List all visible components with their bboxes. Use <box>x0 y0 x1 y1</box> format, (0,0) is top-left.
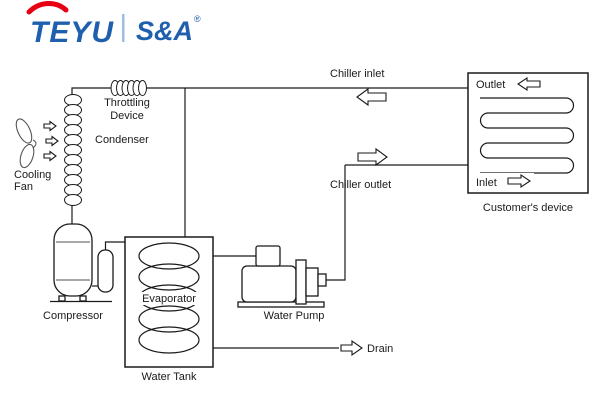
logo-divider <box>122 14 125 42</box>
tank-to-accumulator-pipe <box>104 241 125 250</box>
chiller-inlet-label: Chiller inlet <box>330 68 384 80</box>
throttling-device: Throttling Device <box>104 80 150 122</box>
customers-device-label: Customer's device <box>483 202 573 214</box>
pump-flange <box>295 259 307 305</box>
customers-device: Outlet Inlet Customer's device <box>467 72 589 214</box>
flow-annotations: Chiller inlet Chiller outlet Drain <box>330 68 393 357</box>
airflow-arrow-icon <box>45 135 59 147</box>
device-serpentine-coil <box>479 97 575 174</box>
cooling-fan-label-line2: Fan <box>14 181 33 193</box>
drain-label: Drain <box>367 343 393 355</box>
drain-arrow-icon <box>340 339 363 357</box>
device-outlet-arrow-icon <box>517 76 541 92</box>
evaporator-label: Evaporator <box>142 293 196 305</box>
flow-right-arrow-icon <box>357 147 388 167</box>
logo-teyu-text: TEYU <box>30 16 114 49</box>
logo-swoosh-icon <box>26 1 69 15</box>
compressor-foot <box>58 295 66 302</box>
device-inlet-label: Inlet <box>476 177 497 189</box>
cooling-fan-label-line1: Cooling <box>14 169 51 181</box>
accumulator-body <box>97 249 114 293</box>
device-outlet-label: Outlet <box>476 79 505 91</box>
flow-left-arrow-icon <box>356 87 387 107</box>
pump-head <box>305 267 319 297</box>
condenser: Condenser <box>64 94 149 206</box>
throttling-device-label-line2: Device <box>110 110 144 122</box>
device-inlet-arrow-icon <box>507 173 531 189</box>
fan-blade-icon <box>19 143 35 169</box>
brand-logo: TEYU S&A ® <box>26 1 201 49</box>
compressor-body <box>53 223 93 297</box>
pump-outlet-nozzle <box>317 273 327 287</box>
compressor: Compressor <box>43 223 114 322</box>
water-tank: Evaporator Water Tank <box>124 236 214 383</box>
compressor-seams <box>56 241 90 281</box>
water-pump-label: Water Pump <box>264 310 325 322</box>
pump-base <box>237 301 325 308</box>
device-inlet-backing <box>472 173 534 189</box>
airflow-arrow-icon <box>43 120 57 132</box>
airflow-arrow-icon <box>43 150 57 162</box>
compressor-label: Compressor <box>43 310 103 322</box>
chiller-outlet-label: Chiller outlet <box>330 179 391 191</box>
condenser-coil <box>64 94 82 206</box>
condenser-label: Condenser <box>95 134 149 146</box>
throttling-device-label-line1: Throttling <box>104 97 150 109</box>
water-pump: Water Pump <box>237 245 327 322</box>
pump-motor <box>241 265 297 303</box>
fan-swirl-icon <box>32 139 37 149</box>
fan-blade-icon <box>15 118 33 144</box>
water-tank-label: Water Tank <box>141 371 197 383</box>
pump-discharge-pipe <box>326 165 346 281</box>
evaporator-label-backing <box>138 292 200 305</box>
logo-registered-mark: ® <box>194 14 201 24</box>
logo-sa-text: S&A <box>136 16 193 46</box>
pump-top-cylinder <box>255 245 281 267</box>
throttling-coil <box>110 80 147 96</box>
compressor-foot <box>79 295 87 302</box>
piping <box>71 87 468 349</box>
cooling-fan: Cooling Fan <box>14 118 59 193</box>
